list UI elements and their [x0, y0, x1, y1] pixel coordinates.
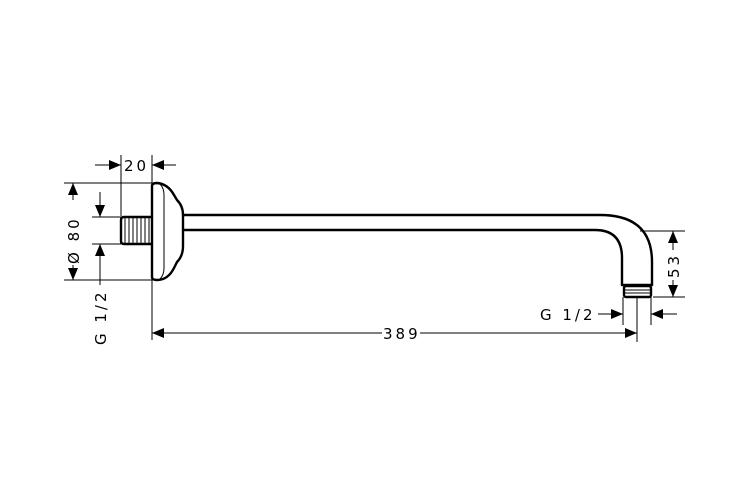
- wall-flange: [150, 181, 185, 282]
- dimension-flange-diameter: Ø 80: [64, 182, 152, 281]
- flange-diameter-label: Ø 80: [65, 216, 83, 264]
- inlet-thread-label: G 1/2: [92, 289, 110, 345]
- dimension-outlet-drop: 53: [640, 230, 685, 298]
- arm-pipe: [181, 213, 654, 287]
- outlet-drop-label: 53: [665, 253, 683, 278]
- inlet-thread-stub: [119, 215, 154, 246]
- dimension-inlet-thread: G 1/2: [92, 192, 121, 345]
- dimension-outlet-thread: G 1/2: [540, 297, 677, 325]
- outlet-nut: [622, 284, 653, 299]
- flange-depth-label: 20: [124, 157, 149, 175]
- arm-length-label: 389: [383, 325, 421, 343]
- dimension-arm-length: 389: [152, 297, 638, 343]
- dimension-flange-depth: 20: [95, 155, 176, 340]
- outlet-thread-label: G 1/2: [540, 306, 596, 324]
